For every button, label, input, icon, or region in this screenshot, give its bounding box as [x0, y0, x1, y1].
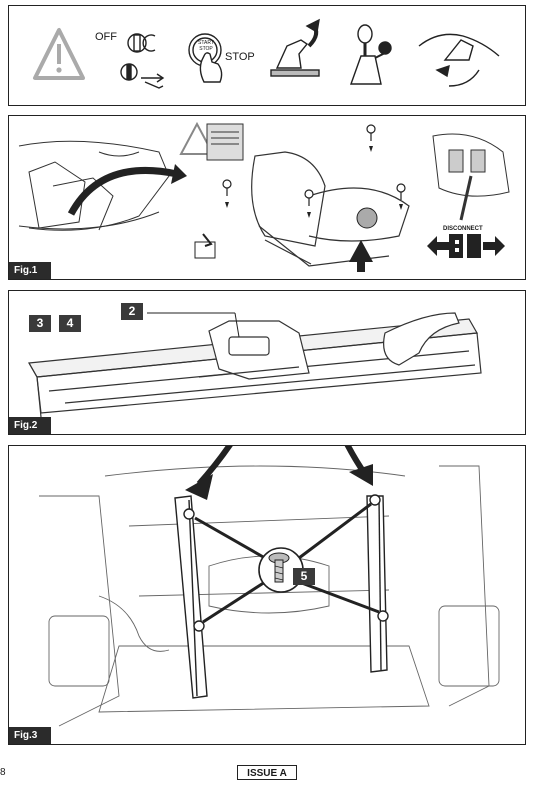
disconnect-icon [427, 234, 505, 258]
page-number: 8 [0, 767, 6, 778]
left-seat-rail [174, 495, 208, 699]
key-removal-icon [120, 63, 165, 89]
start-stop-button-icon [188, 33, 223, 83]
seat-closeup-drawing [251, 151, 410, 267]
precautions-panel: OFF STOP START STOP P [8, 5, 526, 106]
clip-removal-icon [194, 233, 216, 259]
figure-2-panel: 3 4 2 Fig.2 [8, 290, 526, 435]
disconnect-label: DISCONNECT [443, 226, 483, 232]
start-button-text: START STOP [198, 40, 214, 52]
figure-1-label: Fig.1 [9, 262, 52, 279]
off-label: OFF [95, 31, 117, 43]
handbrake-icon [418, 33, 500, 87]
callout-3: 3 [29, 315, 51, 332]
lift-arrow [349, 240, 373, 272]
figure-1-illustration [18, 121, 510, 272]
figure-3-label: Fig.3 [9, 727, 52, 744]
removal-arrow [67, 167, 178, 216]
view-arrows [185, 446, 373, 500]
callout-5: 5 [293, 568, 315, 585]
bolt-pointer-lines [194, 502, 380, 624]
right-seat-rail [366, 495, 388, 673]
ignition-off-icon [127, 33, 156, 53]
figure-2-illustration [28, 312, 482, 418]
callout-4: 4 [59, 315, 81, 332]
callout-2: 2 [121, 303, 143, 320]
seat-rail-drawing [28, 312, 482, 418]
figure-3-panel: 5 Fig.3 [8, 445, 526, 745]
warning-icon [33, 28, 85, 80]
issue-label: ISSUE A [237, 765, 297, 780]
gear-lever-park-icon [350, 24, 392, 85]
figure-2-label: Fig.2 [9, 417, 52, 434]
seat-bolt-icons [222, 124, 406, 206]
precautions-illustration [33, 18, 500, 89]
figure-1-panel: DISCONNECT Fig.1 [8, 115, 526, 280]
park-indicator: P [374, 42, 380, 49]
stop-label: STOP [225, 51, 255, 63]
figure-3-illustration [39, 446, 500, 727]
connector-closeup-drawing [432, 133, 510, 221]
rail-bolt-markers [183, 494, 389, 632]
brake-pedal-icon [270, 18, 320, 77]
floor-pan-drawing [39, 465, 500, 727]
manual-warning-icon [179, 121, 244, 161]
